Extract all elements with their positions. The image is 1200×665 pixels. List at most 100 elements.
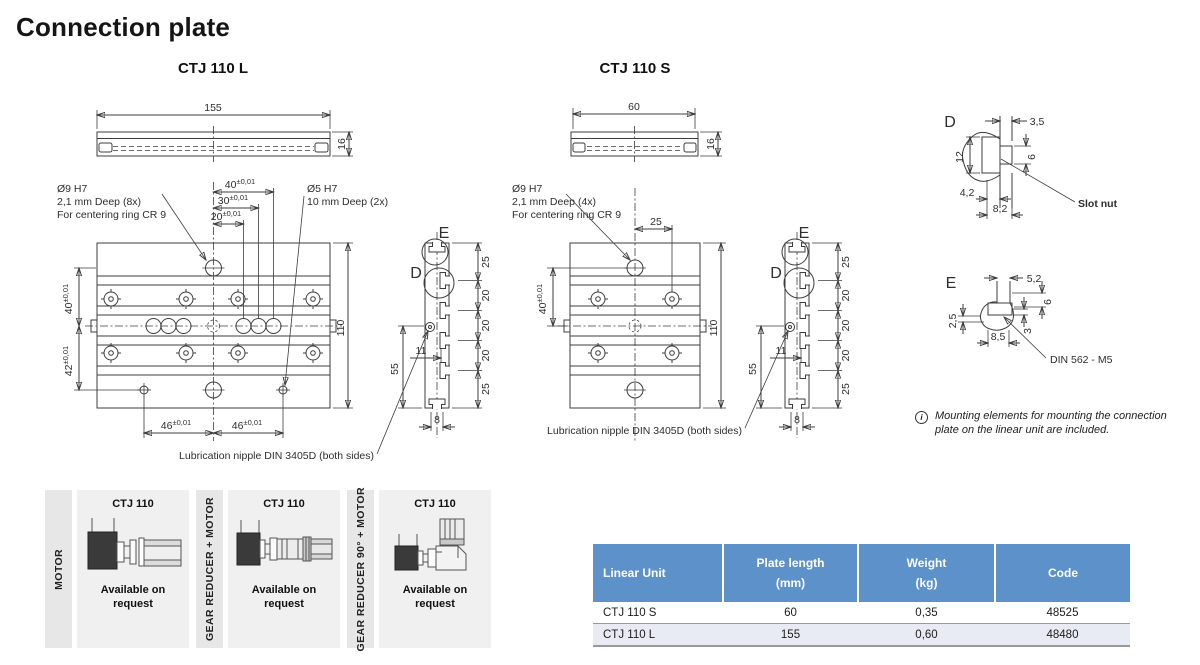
ctj110s-top-view: 60 16 [570,101,722,162]
view-label-d: D [410,265,422,282]
technical-drawing: 155 16 [57,101,1118,462]
cell-plate-length: 60 [784,606,797,619]
dim-55-s: 55 [747,363,759,375]
dim-40-top: 40±0,01 [225,177,255,191]
dim-42-left: 42±0,01 [61,346,75,376]
gear-reducer-90-motor-illustration [394,518,467,571]
option-gear-reducer-90-availability: Available on request [402,584,468,610]
pin-note-l-2: 10 mm Deep (2x) [307,196,388,208]
page-title: Connection plate [16,12,231,42]
hole-note-s-2: 2,1 mm Deep (4x) [512,196,596,208]
table-row: CTJ 110 S 60 0,35 48525 [593,602,1130,624]
option-gear-reducer-90-motor: GEAR REDUCER 90° + MOTOR CTJ 110 Availab… [347,486,491,652]
dim-20-top: 20±0,01 [211,209,241,223]
cell-weight: 0,60 [915,628,938,641]
view-label-e-s: E [799,225,810,242]
lube-note-l: Lubrication nipple DIN 3405D (both sides… [179,450,374,462]
slot-dim-1-l: 25 [480,256,492,268]
cell-code: 48525 [1046,606,1079,619]
dim-6-e: 6 [1042,299,1054,305]
dim-8-s: 8 [794,414,800,426]
view-label-e: E [439,225,450,242]
hole-note-l-2: 2,1 mm Deep (8x) [57,196,141,208]
svg-text:40±0,01: 40±0,01 [535,284,549,314]
gear-reducer-motor-illustration [236,520,333,566]
dim-46-a: 46±0,01 [161,418,191,432]
dim-40-left: 40±0,01 [61,284,75,314]
option-motor: MOTOR CTJ 110 Available on request [45,490,189,648]
slot-dim-5-l: 25 [480,383,492,395]
dim-25-s: 25 [650,216,662,228]
info-icon: i [915,411,928,424]
din-callout: DIN 562 - M5 [1050,354,1113,366]
dim-3: 3 [1022,328,1034,334]
dim-5-2: 5,2 [1027,273,1042,285]
cell-code: 48480 [1046,628,1079,641]
spec-table-header-row: Linear Unit Plate length(mm) Weight(kg) … [593,544,1130,602]
hole-note-s-3: For centering ring CR 9 [512,209,621,221]
dim-110: 110 [335,319,347,336]
view-label-d-s: D [770,265,782,282]
detail-e-label: E [946,275,957,292]
dim-8-l: 8 [434,414,440,426]
cell-weight: 0,35 [915,606,938,619]
option-gear-reducer-90-side-label: GEAR REDUCER 90° + MOTOR [354,486,367,652]
slot-dim-2-s: 20 [840,290,852,302]
option-gear-reducer-motor: GEAR REDUCER + MOTOR CTJ 110 [196,490,340,648]
dim-46-b: 46±0,01 [232,418,262,432]
dim-2-5: 2,5 [947,314,959,329]
ctj110l-front-view: 40±0,01 30±0,01 20±0,01 40±0,01 42±0,01 … [57,177,388,441]
cell-unit: CTJ 110 L [603,628,656,641]
svg-text:42±0,01: 42±0,01 [61,346,75,376]
slot-nut-callout: Slot nut [1078,198,1118,210]
hole-note-s-1: Ø9 H7 [512,183,543,195]
info-note-line1: Mounting elements for mounting the conne… [935,410,1167,422]
slot-dim-3-l: 20 [480,320,492,332]
option-gear-reducer-availability: Available on request [251,584,317,610]
cell-unit: CTJ 110 S [603,606,657,619]
slot-dim-5-s: 25 [840,383,852,395]
svg-text:40±0,01: 40±0,01 [61,284,75,314]
lube-note-s: Lubrication nipple DIN 3405D (both sides… [547,425,742,437]
ctj110s-front-view: 25 40±0,01 110 Ø9 H7 2,1 mm Deep (4x) Fo… [512,183,726,441]
detail-d: D 3,5 12 6 4,2 8 [944,114,1118,219]
dim-8-5: 8,5 [991,331,1006,343]
dim-3-5: 3,5 [1030,116,1045,128]
dim-60: 60 [628,101,640,113]
col-header-plate-length: Plate length(mm) [722,544,858,602]
pin-note-l-1: Ø5 H7 [307,183,338,195]
slot-dim-4-l: 20 [480,350,492,362]
dim-12: 12 [954,151,966,163]
option-gear-reducer-side-label: GEAR REDUCER + MOTOR [203,496,216,642]
option-motor-heading: CTJ 110 [112,498,154,510]
detail-d-label: D [944,114,956,131]
col-header-weight: Weight(kg) [857,544,995,602]
dim-16-s: 16 [705,138,717,150]
heading-ctj110l: CTJ 110 L [177,60,249,77]
dim-30-top: 30±0,01 [218,193,248,207]
col-header-linear-unit: Linear Unit [593,544,723,602]
drive-options: MOTOR CTJ 110 Available on request GE [45,486,491,652]
option-gear-reducer-90-side: GEAR REDUCER 90° + MOTOR [347,486,374,652]
info-note-line2: plate on the linear unit are included. [935,424,1110,437]
ctj110s-profile-view: E D Lubrication nipple DIN 3405D (both s… [547,225,852,438]
dim-4-2: 4,2 [960,187,975,199]
dim-155: 155 [204,102,222,114]
dim-110-s: 110 [708,319,720,336]
slot-dim-2-l: 20 [480,290,492,302]
hole-note-l-1: Ø9 H7 [57,183,88,195]
slot-dim-1-s: 25 [840,256,852,268]
col-header-code: Code [994,544,1130,602]
dim-6-d: 6 [1026,154,1038,160]
option-motor-availability: Available on request [100,584,166,610]
option-motor-side-label: MOTOR [52,548,65,590]
detail-e: E 5,2 6 2,5 8,5 [946,273,1113,366]
heading-ctj110s: CTJ 110 S [599,60,671,77]
table-row: CTJ 110 L 155 0,60 48480 [593,623,1130,646]
info-note: i Mounting elements for mounting the con… [915,409,1195,438]
option-motor-side: MOTOR [45,490,72,648]
slot-dim-3-s: 20 [840,320,852,332]
ctj110l-profile-view: E D Lubrication nipple DIN 3405D (both s… [179,225,492,462]
dim-11-s: 11 [776,345,787,357]
